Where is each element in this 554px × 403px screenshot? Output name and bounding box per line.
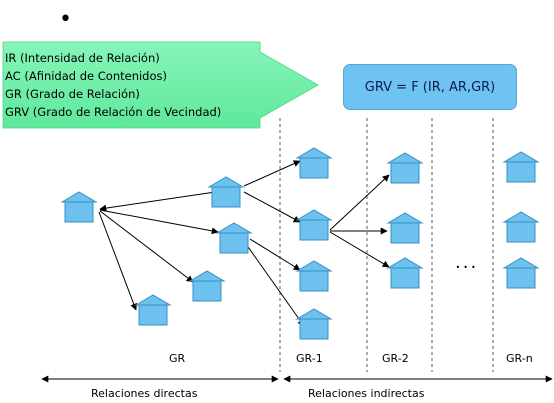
definitions-arrow-banner (2, 41, 319, 129)
houses (60, 147, 540, 340)
arrow-a-c (99, 209, 219, 235)
direct-relations-label: Relaciones directas (91, 387, 198, 400)
house-icon (215, 222, 253, 254)
definitions-list: IR (Intensidad de Relación) AC (Afinidad… (5, 49, 255, 121)
arrow-a-e (98, 211, 138, 311)
definition-grv: GRV (Grado de Relación de Vecindad) (5, 105, 222, 119)
column-label-gr: GR (169, 352, 186, 365)
arrow-g-j (329, 174, 390, 231)
formula-text: GRV = F (IR, AR,GR) (364, 79, 496, 95)
relation-arrows (98, 160, 390, 327)
house-icon (295, 209, 333, 241)
house-icon (295, 147, 333, 179)
definition-ir: IR (Intensidad de Relación) (5, 51, 160, 65)
house-icon (502, 151, 540, 183)
ellipsis-label: ... (455, 252, 479, 273)
house-icon (386, 152, 424, 184)
house-icon (502, 257, 540, 289)
house-icon (207, 176, 245, 208)
arrow-b-f (243, 160, 301, 187)
house-icon (134, 294, 172, 326)
house-icon (386, 212, 424, 244)
arrow-a-b (99, 188, 223, 212)
house-icon (386, 257, 424, 289)
arrow-a-d (99, 210, 194, 283)
column-label-grn: GR-n (506, 352, 533, 365)
arrow-c-h (249, 238, 301, 271)
arrow-g-l (329, 231, 390, 268)
column-label-gr2: GR-2 (382, 352, 409, 365)
indirect-relations-label: Relaciones indirectas (308, 387, 425, 400)
definition-gr: GR (Grado de Relación) (5, 87, 140, 101)
house-icon (60, 191, 98, 223)
column-label-gr1: GR-1 (296, 352, 323, 365)
arrow-b-g (243, 191, 301, 223)
column-separators (279, 118, 494, 372)
house-icon (295, 308, 333, 340)
formula-box: GRV = F (IR, AR,GR) (343, 64, 517, 110)
house-icon (188, 270, 226, 302)
bullet: • (59, 7, 72, 32)
arrow-c-i (245, 243, 305, 327)
house-icon (295, 260, 333, 292)
house-icon (502, 211, 540, 243)
definition-ac: AC (Afinidad de Contenidos) (5, 69, 167, 83)
